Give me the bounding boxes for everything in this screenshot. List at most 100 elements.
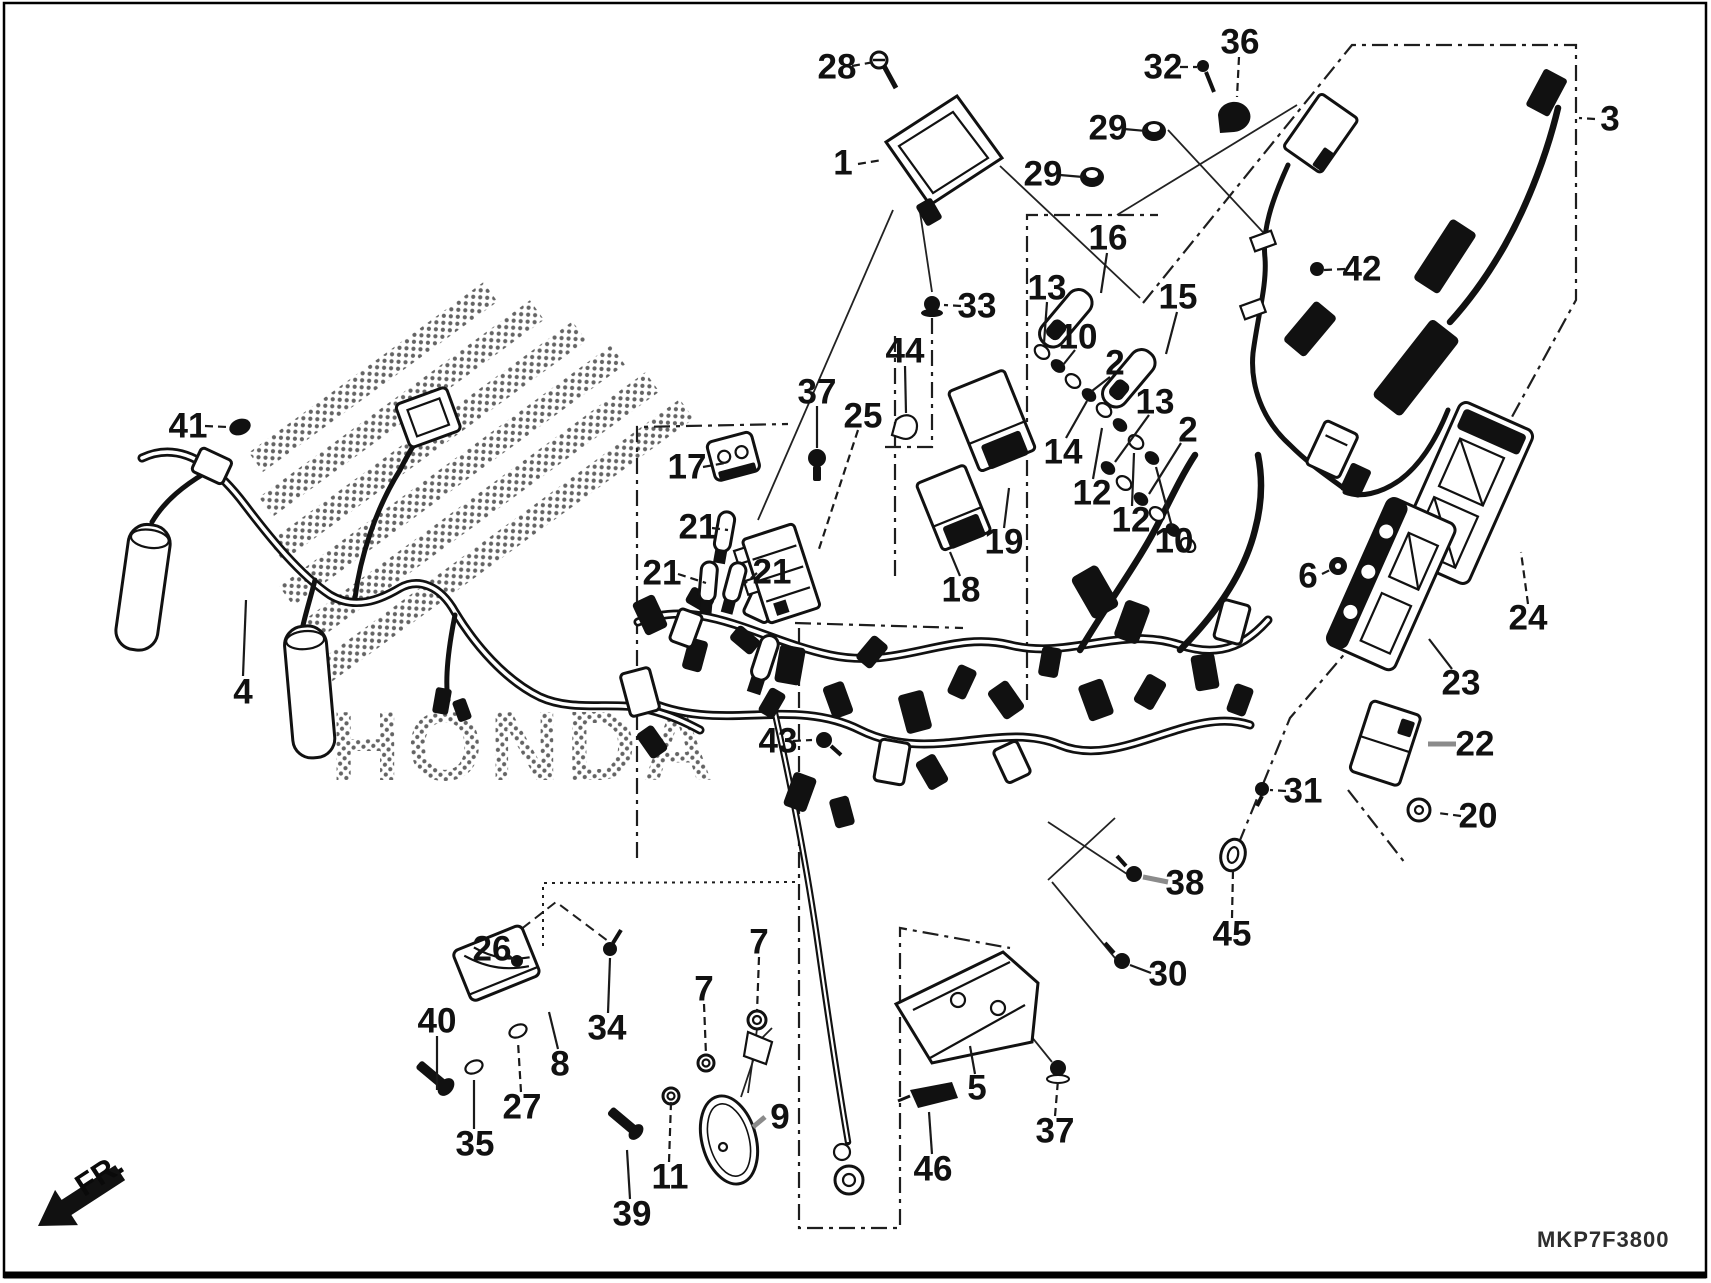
callout-44[interactable]: 44 (886, 332, 925, 414)
callout-number: 28 (818, 48, 857, 87)
callout-39[interactable]: 39 (613, 1149, 652, 1234)
callout-number: 14 (1044, 433, 1083, 472)
callout-36[interactable]: 36 (1221, 23, 1260, 98)
callout-21[interactable]: 21 (679, 508, 729, 547)
callout-16[interactable]: 16 (1089, 219, 1128, 294)
callout-27[interactable]: 27 (503, 1041, 542, 1127)
callout-18[interactable]: 18 (942, 551, 981, 610)
bolt (511, 955, 523, 967)
callout-43[interactable]: 43 (759, 722, 813, 761)
callout-13[interactable]: 13 (1028, 269, 1067, 344)
bullet-terminal (1310, 262, 1324, 276)
callout-number: 29 (1024, 155, 1063, 194)
callout-leader-line (851, 60, 875, 68)
fuse (1038, 288, 1094, 349)
callout-3[interactable]: 3 (1578, 100, 1620, 139)
callout-leader-line (667, 1101, 673, 1163)
washer (464, 1059, 484, 1075)
bolt-long (607, 1107, 644, 1140)
bolt (816, 732, 832, 748)
callout-number: 32 (1144, 48, 1183, 87)
callout-number: 2 (1105, 344, 1124, 383)
callout-6[interactable]: 6 (1298, 557, 1333, 596)
callout-45[interactable]: 45 (1213, 869, 1252, 954)
callout-2[interactable]: 2 (1148, 411, 1198, 495)
callout-leader-line (1065, 400, 1088, 439)
callout-31[interactable]: 31 (1269, 772, 1322, 811)
callout-11[interactable]: 11 (652, 1101, 689, 1197)
callout-leader-line (816, 429, 860, 553)
callout-34[interactable]: 34 (588, 957, 627, 1048)
callout-leader-line (1002, 487, 1011, 529)
callout-9[interactable]: 9 (751, 1098, 790, 1137)
callout-24[interactable]: 24 (1509, 551, 1548, 638)
callout-23[interactable]: 23 (1428, 638, 1480, 703)
bolt (1126, 866, 1142, 882)
callout-number: 15 (1159, 278, 1198, 317)
callout-leader-line (505, 952, 515, 961)
callout-29[interactable]: 29 (1089, 109, 1147, 148)
callout-10[interactable]: 10 (1155, 466, 1194, 561)
callout-leader-line (1091, 376, 1111, 392)
callout-12[interactable]: 12 (1073, 427, 1112, 513)
callout-number: 8 (550, 1045, 569, 1084)
callout-46[interactable]: 46 (914, 1111, 953, 1189)
callout-41[interactable]: 41 (169, 407, 229, 446)
callout-leader-line (1323, 267, 1346, 272)
callout-30[interactable]: 30 (1129, 955, 1187, 994)
callout-2[interactable]: 2 (1091, 344, 1125, 392)
callout-number: 25 (844, 397, 883, 436)
connector (1305, 419, 1359, 479)
callout-13[interactable]: 13 (1114, 383, 1175, 463)
callout-leader-line (1062, 349, 1076, 366)
callout-19[interactable]: 19 (985, 487, 1024, 562)
callout-number: 37 (1036, 1112, 1075, 1151)
callout-14[interactable]: 14 (1044, 400, 1088, 472)
callout-leader-line (1519, 551, 1530, 605)
callout-12[interactable]: 12 (1112, 452, 1151, 540)
callout-38[interactable]: 38 (1142, 864, 1204, 903)
connector (1283, 93, 1359, 174)
fuse-group (1033, 288, 1197, 553)
callout-15[interactable]: 15 (1159, 278, 1198, 355)
callout-10[interactable]: 10 (1059, 318, 1098, 366)
callout-leader-line (1230, 869, 1235, 919)
callout-leader-line (743, 572, 758, 585)
callout-22[interactable]: 22 (1428, 725, 1494, 764)
callout-28[interactable]: 28 (818, 48, 875, 87)
callout-26[interactable]: 26 (473, 930, 515, 969)
callout-40[interactable]: 40 (418, 1002, 457, 1091)
bulb (697, 560, 719, 615)
bolt (1114, 953, 1130, 969)
callout-5[interactable]: 5 (967, 1045, 987, 1108)
callout-1[interactable]: 1 (833, 144, 883, 183)
callout-number: 2 (1178, 411, 1197, 450)
callout-37[interactable]: 37 (798, 373, 837, 449)
callout-7[interactable]: 7 (694, 970, 714, 1056)
callout-29[interactable]: 29 (1024, 155, 1084, 194)
callout-leader-line (755, 956, 761, 1013)
taped-harness (1373, 320, 1459, 416)
callout-33[interactable]: 33 (943, 287, 997, 326)
callout-20[interactable]: 20 (1437, 797, 1497, 836)
callout-21[interactable]: 21 (643, 554, 707, 593)
callout-42[interactable]: 42 (1323, 250, 1381, 289)
washer (508, 1023, 528, 1039)
callout-leader-line (1142, 874, 1169, 885)
callout-number: 13 (1136, 383, 1175, 422)
callout-7[interactable]: 7 (749, 923, 769, 1013)
callout-35[interactable]: 35 (456, 1080, 495, 1164)
relay (915, 464, 992, 552)
callout-leader-line (241, 599, 248, 677)
callout-21[interactable]: 21 (743, 553, 791, 592)
callout-17[interactable]: 17 (668, 448, 726, 487)
callout-leader-line (711, 526, 729, 532)
bulb-socket (746, 634, 780, 696)
callout-8[interactable]: 8 (547, 1011, 570, 1084)
callout-number: 33 (958, 287, 997, 326)
callout-32[interactable]: 32 (1144, 48, 1197, 87)
callout-25[interactable]: 25 (816, 397, 883, 553)
ecu (1325, 497, 1457, 672)
callout-37[interactable]: 37 (1036, 1079, 1075, 1151)
callout-4[interactable]: 4 (233, 599, 253, 712)
